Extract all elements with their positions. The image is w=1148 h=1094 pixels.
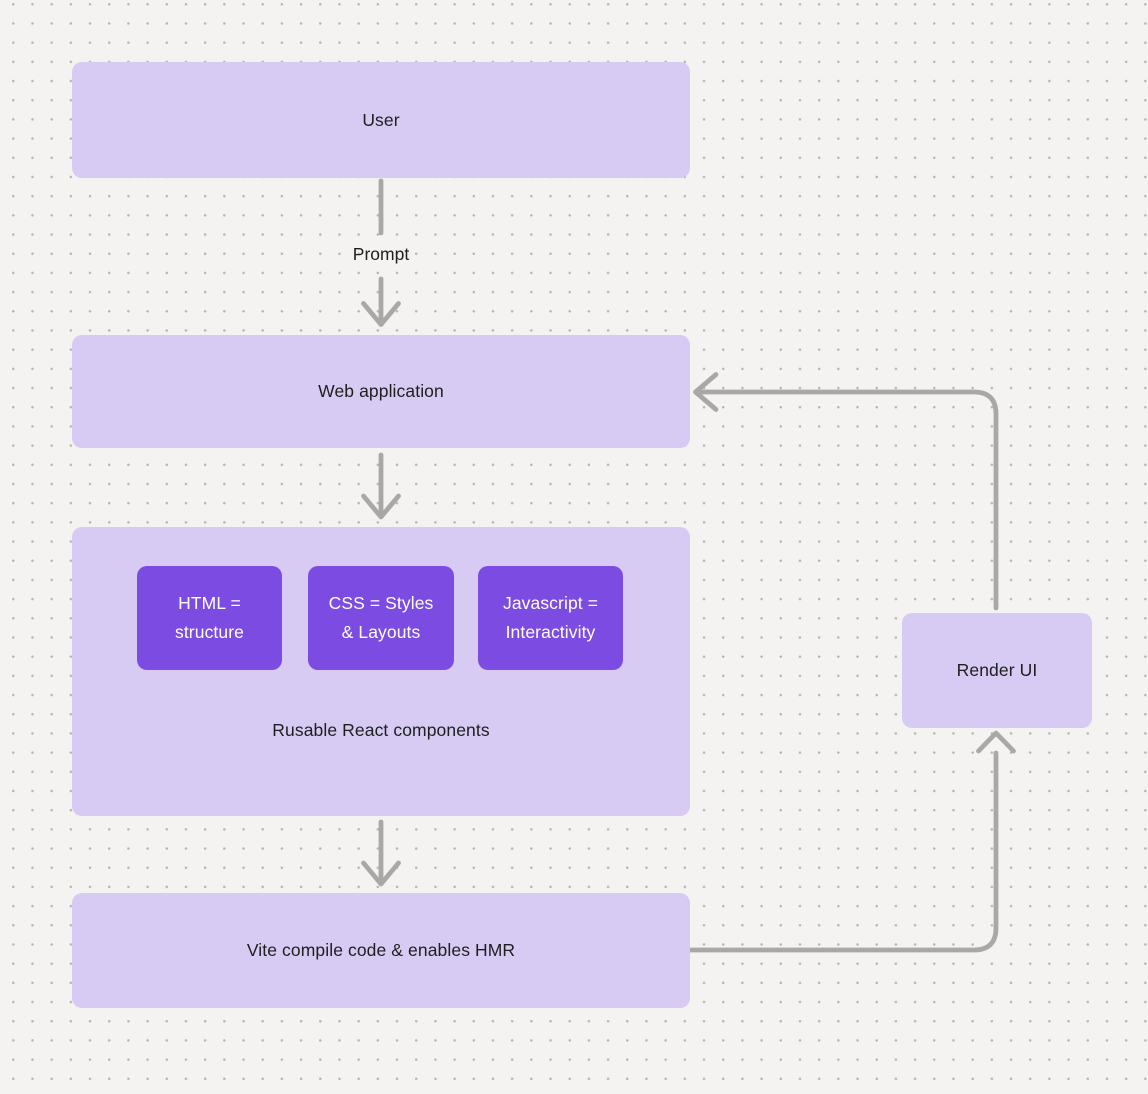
node-render-ui[interactable]: Render UI	[902, 613, 1092, 728]
node-web-application[interactable]: Web application	[72, 335, 690, 448]
node-css-styles-line2: & Layouts	[341, 622, 421, 642]
node-web-application-label: Web application	[318, 381, 444, 401]
edge-components-to-vite-arrow	[361, 819, 401, 887]
node-components-group[interactable]: HTML = structure CSS = Styles & Layouts …	[72, 527, 690, 816]
node-user-label: User	[362, 109, 400, 130]
node-vite-label: Vite compile code & enables HMR	[246, 940, 516, 960]
edge-vite-to-render-arrow	[687, 730, 1016, 953]
edge-web-to-components-arrow	[361, 452, 401, 520]
node-components-group-caption: Rusable React components	[272, 720, 490, 740]
edge-label-prompt: Prompt	[352, 244, 410, 264]
node-html-structure[interactable]: HTML = structure	[137, 566, 282, 670]
node-css-styles-line1: CSS = Styles	[328, 593, 434, 613]
node-vite[interactable]: Vite compile code & enables HMR	[72, 893, 690, 1008]
node-html-structure-line2: structure	[175, 622, 244, 642]
node-css-styles[interactable]: CSS = Styles & Layouts	[308, 566, 454, 670]
edge-render-to-web-arrow	[693, 372, 999, 611]
node-html-structure-line1: HTML =	[178, 593, 241, 613]
node-javascript-interactivity-line2: Interactivity	[505, 622, 596, 642]
node-user[interactable]: User	[72, 62, 690, 178]
node-javascript-interactivity-line1: Javascript =	[502, 593, 599, 613]
node-render-ui-label: Render UI	[956, 660, 1038, 680]
node-javascript-interactivity[interactable]: Javascript = Interactivity	[478, 566, 623, 670]
